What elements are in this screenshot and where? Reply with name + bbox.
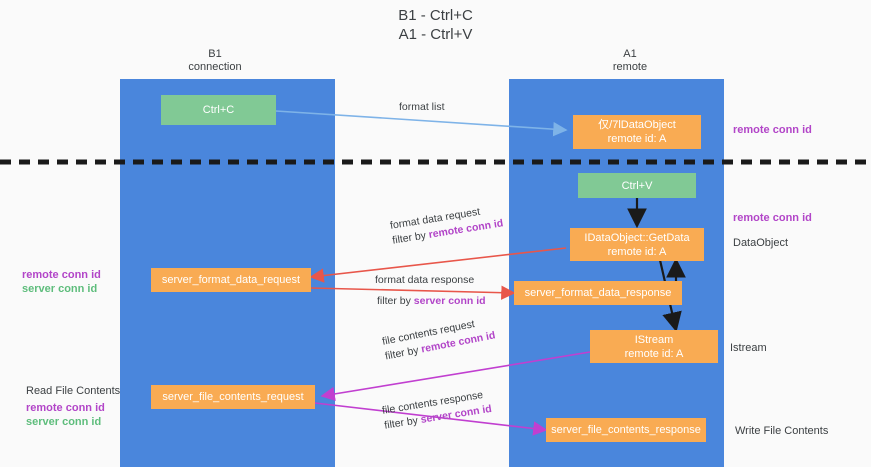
node-server-file-contents-response-label: server_file_contents_response	[551, 424, 701, 436]
annotation-left-read-file-contents: Read File Contents	[26, 385, 121, 397]
edge-label-format-data-request: format data request filter by remote con…	[389, 201, 504, 248]
edge-label-file-contents-request: file contents request filter by remote c…	[381, 314, 497, 365]
node-server-file-contents-request-label: server_file_contents_request	[162, 391, 304, 403]
node-istream[interactable]: IStream remote id: A	[590, 330, 718, 363]
edge-filter-key: server conn id	[413, 295, 486, 307]
column-header-right: A1 remote	[545, 48, 715, 74]
node-server-file-contents-request[interactable]: server_file_contents_request	[151, 385, 315, 409]
annotation-right-top-remote-conn: remote conn id	[733, 124, 812, 136]
edge-label-format-list-text: format list	[399, 101, 445, 113]
node-getdata-line1: IDataObject::GetData	[584, 231, 690, 244]
node-ctrl-v[interactable]: Ctrl+V	[578, 173, 696, 198]
annotation-left-remote-conn-2: remote conn id	[26, 402, 105, 414]
node-server-format-data-request-label: server_format_data_request	[161, 274, 301, 286]
node-ctrl-c[interactable]: Ctrl+C	[161, 95, 276, 125]
edge-label-format-list: format list	[399, 100, 445, 115]
column-header-right-name: A1	[623, 48, 637, 60]
annotation-left-server-conn-2: server conn id	[26, 416, 102, 428]
node-ctrl-v-label: Ctrl+V	[621, 179, 653, 192]
edge-label-format-data-response-filter: filter by server conn id	[377, 294, 486, 309]
node-istream-line2: remote id: A	[624, 347, 684, 360]
annotation-right-dataobject: DataObject	[733, 237, 789, 249]
node-dataobject-remote-line2: remote id: A	[607, 133, 667, 145]
edge-filter-prefix: filter by	[377, 295, 414, 307]
node-server-format-data-response[interactable]: server_format_data_response	[514, 281, 682, 305]
column-header-left: B1 connection	[130, 48, 300, 74]
node-server-format-data-request[interactable]: server_format_data_request	[151, 268, 311, 292]
column-header-left-name: B1	[208, 48, 222, 60]
edge-label-file-contents-response: file contents response filter by server …	[381, 387, 493, 434]
node-getdata-line2: remote id: A	[607, 245, 667, 258]
node-server-file-contents-response[interactable]: server_file_contents_response	[546, 418, 706, 442]
node-istream-line1: IStream	[634, 333, 674, 346]
diagram-title: B1 - Ctrl+C A1 - Ctrl+V	[398, 7, 473, 43]
edge-label-format-data-response: format data response filter by server co…	[375, 273, 486, 309]
annotation-right-mid-remote-conn: remote conn id	[733, 212, 812, 224]
node-dataobject-remote-line1: 仅/7lDataObject	[598, 119, 676, 131]
node-ctrl-c-label: Ctrl+C	[202, 104, 235, 116]
column-header-left-role: connection	[188, 61, 242, 73]
node-dataobject-remote[interactable]: 仅/7lDataObject remote id: A	[573, 115, 701, 149]
annotation-left-server-conn: server conn id	[22, 283, 98, 295]
node-getdata[interactable]: IDataObject::GetData remote id: A	[570, 228, 704, 261]
annotation-left-remote-conn: remote conn id	[22, 269, 101, 281]
column-header-right-role: remote	[612, 61, 648, 73]
annotation-right-istream: Istream	[730, 342, 767, 354]
node-server-format-data-response-label: server_format_data_response	[524, 287, 672, 299]
edge-label-format-data-response-text: format data response	[375, 274, 475, 286]
annotation-right-write-file-contents: Write File Contents	[735, 425, 829, 437]
